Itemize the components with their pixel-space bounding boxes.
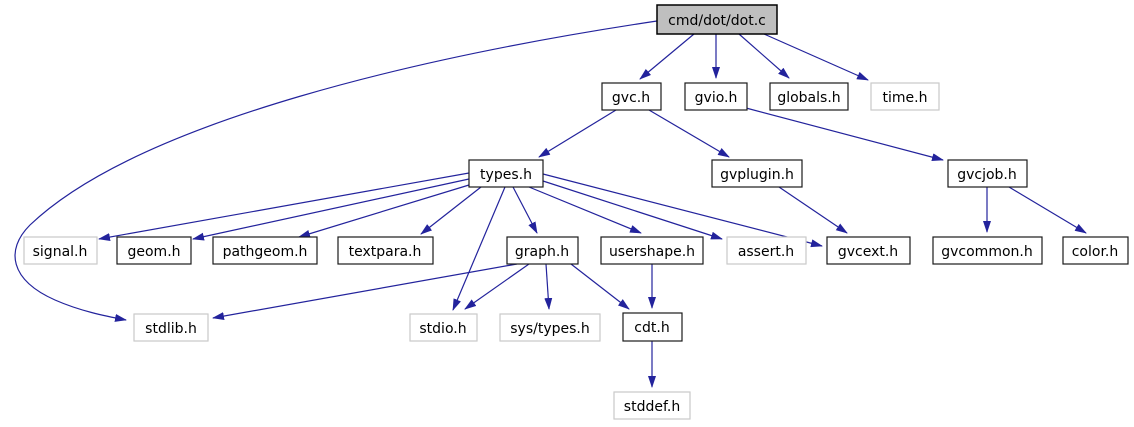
node-gvcjob.h[interactable]: gvcjob.h xyxy=(947,159,1028,188)
node-label: stdio.h xyxy=(419,321,466,337)
edge-gvc-types xyxy=(538,109,617,158)
node-cmd-dot-dot.c: cmd/dot/dot.c xyxy=(656,4,778,35)
edge-types-pathgeom xyxy=(298,184,470,238)
nodes-layer: cmd/dot/dot.c gvc.h gvio.h globals.h tim… xyxy=(23,4,1129,420)
node-label: cmd/dot/dot.c xyxy=(668,13,766,29)
node-box xyxy=(870,82,940,111)
edge-gvplugin-gvcext xyxy=(778,186,848,234)
node-box xyxy=(769,82,849,111)
node-label: stddef.h xyxy=(624,399,680,415)
node-label: sys/types.h xyxy=(510,321,589,337)
node-box xyxy=(212,236,318,265)
edge-types-graph xyxy=(512,186,538,234)
node-signal.h: signal.h xyxy=(23,236,98,265)
node-cdt.h[interactable]: cdt.h xyxy=(622,312,683,342)
node-box xyxy=(826,236,911,265)
edge-dotc-gvc xyxy=(639,33,695,80)
node-gvcommon.h[interactable]: gvcommon.h xyxy=(932,236,1043,265)
node-box xyxy=(23,236,98,265)
node-label: gvplugin.h xyxy=(720,167,794,183)
node-box xyxy=(133,313,209,342)
edge-dotc-globals xyxy=(738,33,790,79)
node-label: globals.h xyxy=(777,90,840,106)
node-label: geom.h xyxy=(127,244,180,260)
node-box xyxy=(932,236,1043,265)
node-label: signal.h xyxy=(33,244,88,260)
node-box xyxy=(116,236,192,265)
node-box xyxy=(613,391,691,420)
node-box xyxy=(499,313,601,342)
node-label: color.h xyxy=(1072,244,1119,260)
node-box xyxy=(656,4,778,35)
edge-graph-cdt xyxy=(570,263,630,310)
node-box xyxy=(947,159,1028,188)
edges-layer xyxy=(14,20,1087,388)
node-box xyxy=(684,82,748,111)
node-pathgeom.h[interactable]: pathgeom.h xyxy=(212,236,318,265)
node-color.h[interactable]: color.h xyxy=(1062,236,1129,265)
node-box xyxy=(601,82,662,111)
node-time.h: time.h xyxy=(870,82,940,111)
node-label: gvcommon.h xyxy=(941,244,1032,260)
edge-types-assert xyxy=(542,180,723,240)
node-label: pathgeom.h xyxy=(223,244,308,260)
edge-graph-stdio xyxy=(464,263,530,310)
node-stddef.h: stddef.h xyxy=(613,391,691,420)
node-label: gvio.h xyxy=(695,90,738,106)
node-graph.h[interactable]: graph.h xyxy=(506,236,579,265)
node-label: assert.h xyxy=(738,244,794,260)
node-box xyxy=(468,159,544,188)
node-gvc.h[interactable]: gvc.h xyxy=(601,82,662,111)
edge-gvio-gvcjob xyxy=(745,107,944,162)
node-globals.h[interactable]: globals.h xyxy=(769,82,849,111)
node-label: gvcjob.h xyxy=(957,167,1017,183)
node-stdlib.h: stdlib.h xyxy=(133,313,209,342)
node-label: cdt.h xyxy=(634,320,669,336)
node-label: gvc.h xyxy=(612,90,650,106)
node-stdio.h: stdio.h xyxy=(409,313,478,342)
edge-gvc-gvplugin xyxy=(648,109,730,158)
node-label: stdlib.h xyxy=(145,321,197,337)
edge-gvcjob-color xyxy=(1008,186,1087,234)
edge-graph-stdlib xyxy=(212,263,518,321)
node-assert.h: assert.h xyxy=(726,236,807,265)
node-usershape.h[interactable]: usershape.h xyxy=(600,236,704,265)
node-box xyxy=(726,236,807,265)
node-box xyxy=(622,312,683,342)
node-box xyxy=(337,236,434,265)
node-box xyxy=(600,236,704,265)
edge-types-textpara xyxy=(420,186,482,235)
node-gvio.h[interactable]: gvio.h xyxy=(684,82,748,111)
node-label: textpara.h xyxy=(349,244,422,260)
node-gvcext.h[interactable]: gvcext.h xyxy=(826,236,911,265)
node-box xyxy=(409,313,478,342)
edge-types-stdio xyxy=(452,186,506,311)
node-textpara.h[interactable]: textpara.h xyxy=(337,236,434,265)
node-label: types.h xyxy=(480,167,532,183)
node-label: usershape.h xyxy=(609,244,695,260)
edge-graph-systypes xyxy=(544,263,553,310)
node-types.h[interactable]: types.h xyxy=(468,159,544,188)
node-label: time.h xyxy=(883,90,928,106)
node-gvplugin.h[interactable]: gvplugin.h xyxy=(711,159,803,188)
node-box xyxy=(506,236,579,265)
node-label: gvcext.h xyxy=(838,244,898,260)
node-box xyxy=(1062,236,1129,265)
edge-types-usershape xyxy=(528,186,642,234)
node-geom.h[interactable]: geom.h xyxy=(116,236,192,265)
edge-types-signal xyxy=(98,172,470,242)
edge-types-gvcext xyxy=(542,173,823,248)
edge-dotc-stdlib xyxy=(14,20,658,322)
node-sys-types.h: sys/types.h xyxy=(499,313,601,342)
node-label: graph.h xyxy=(515,244,569,260)
edge-types-geom xyxy=(192,178,470,241)
node-box xyxy=(711,159,803,188)
edge-dotc-time xyxy=(763,33,869,81)
